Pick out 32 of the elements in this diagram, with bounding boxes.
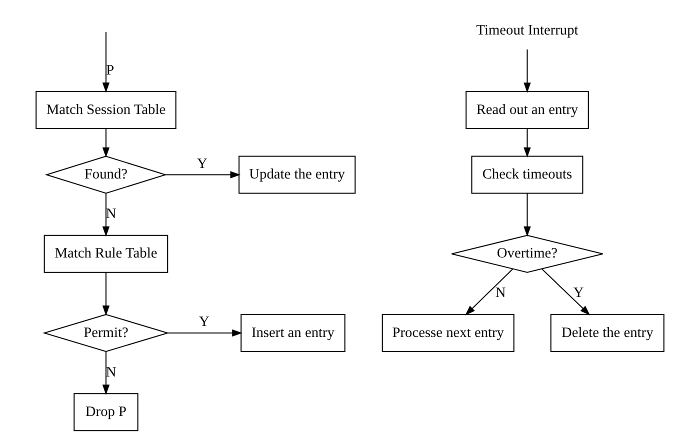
edge-label: P	[106, 62, 114, 78]
node-box: Update the entry	[238, 156, 356, 194]
arrow	[523, 193, 530, 237]
node-diamond: Found?	[44, 156, 167, 194]
node-box: Processe next entry	[381, 314, 514, 352]
node-box: Check timeouts	[470, 156, 583, 194]
arrow	[541, 268, 590, 316]
node-box: Match Rule Table	[43, 234, 168, 273]
edge-label: N	[494, 285, 506, 302]
edge-label: Y	[572, 285, 584, 302]
node-box: Match Session Table	[35, 91, 176, 130]
node-box: Drop P	[73, 393, 138, 432]
node-box: Delete the entry	[550, 314, 664, 352]
arrow	[164, 171, 240, 178]
edge-label: N	[105, 364, 116, 380]
arrow	[523, 128, 530, 158]
arrow	[102, 128, 110, 158]
node-diamond: Overtime?	[450, 234, 603, 273]
node-box: Read out an entry	[465, 91, 588, 130]
edge-label: Y	[198, 314, 209, 330]
arrow	[102, 193, 110, 237]
node-box: Insert an entry	[240, 314, 345, 352]
arrow	[102, 352, 110, 395]
arrow	[102, 32, 110, 93]
node-text: Timeout Interrupt	[476, 22, 578, 39]
edge-label: N	[105, 206, 116, 222]
arrow	[166, 329, 242, 337]
node-diamond: Permit?	[42, 314, 169, 352]
edge-label: Y	[196, 156, 207, 172]
arrow	[464, 268, 513, 316]
arrow	[523, 49, 530, 93]
arrow	[102, 272, 110, 316]
